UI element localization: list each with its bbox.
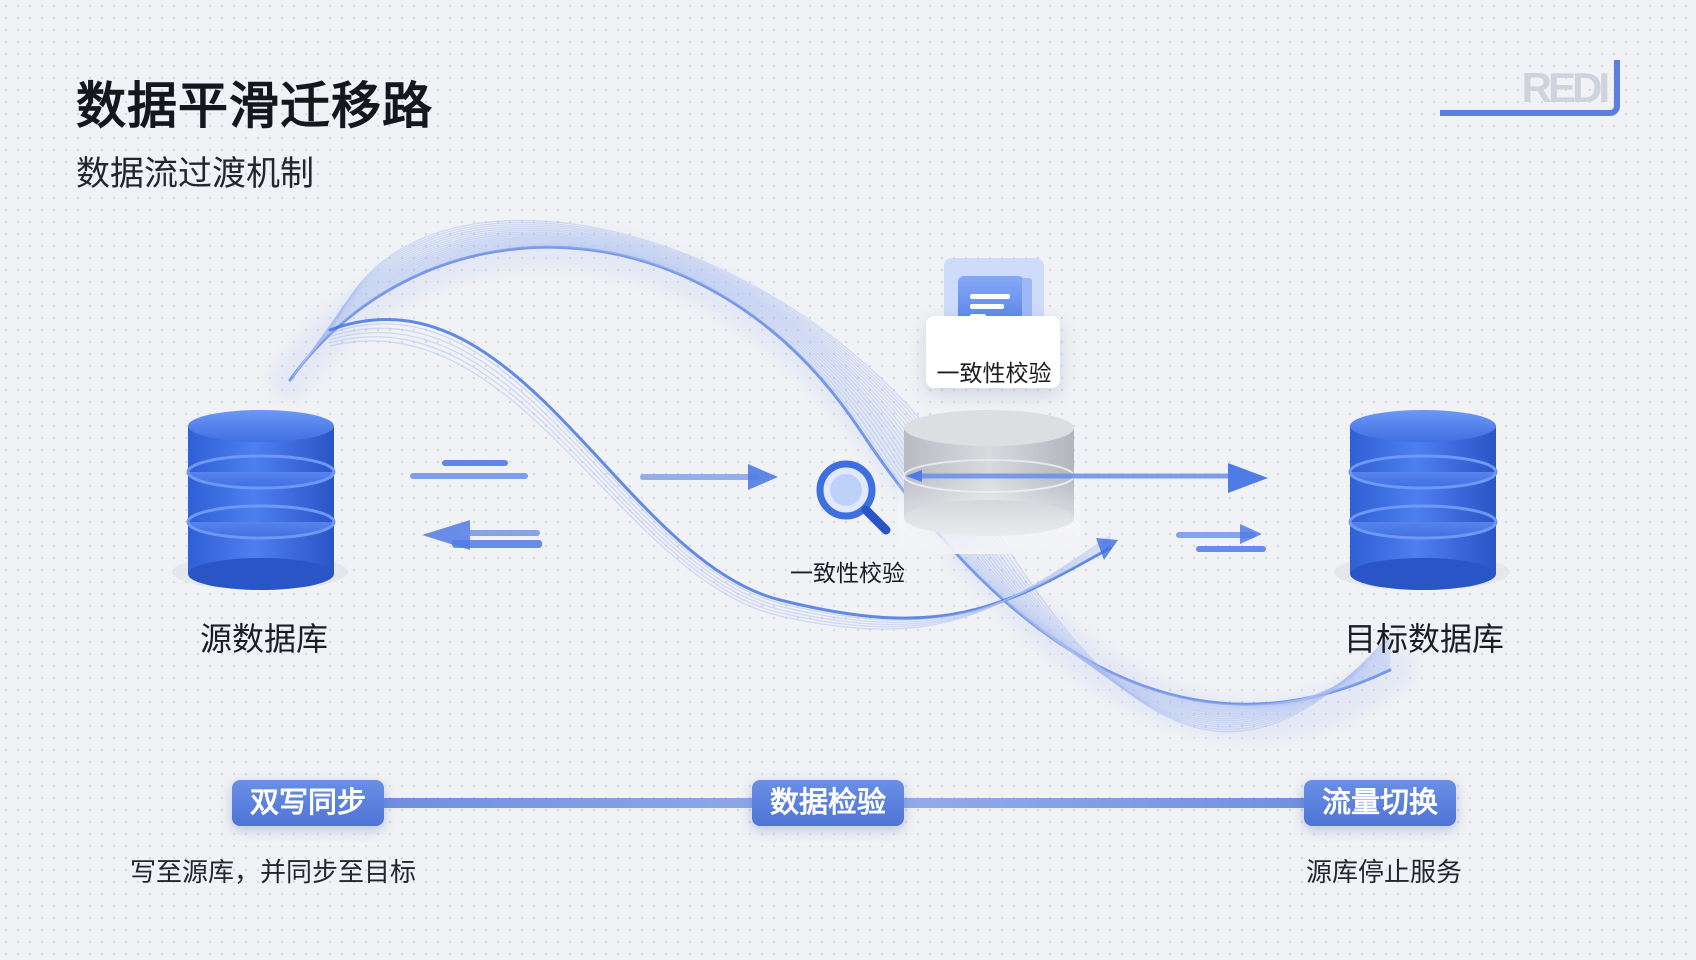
flow-curve-lower [329, 340, 1111, 630]
check-card-label: 一致性校验 [936, 360, 1052, 386]
target-side-arrows [1176, 524, 1266, 552]
magnifier-label: 一致性校验 [790, 560, 905, 586]
flow-arrow-head [1096, 538, 1118, 560]
arrow-left-icon [422, 520, 470, 550]
target-database-icon [1334, 410, 1510, 590]
step-traffic-switch-caption: 源库停止服务 [1306, 857, 1463, 887]
page-title: 数据平滑迁移路 [76, 78, 433, 134]
target-arrow [906, 463, 1268, 493]
intermediate-database-icon [898, 410, 1080, 554]
step-data-check: 数据检验 [752, 780, 905, 826]
check-card [926, 316, 1060, 388]
page-subtitle: 数据流过渡机制 [76, 155, 314, 193]
arrow-right-icon [410, 473, 528, 479]
target-db-label: 目标数据库 [1344, 621, 1505, 657]
flow-band [270, 228, 1415, 741]
source-arrows [410, 460, 542, 550]
magnifier-inflow-arrow [640, 464, 778, 490]
brand-logo: REDI [1440, 60, 1620, 116]
step-traffic-switch: 流量切换 [1304, 780, 1457, 826]
source-database-icon [172, 410, 348, 590]
magnifier-icon [816, 460, 891, 535]
step-dual-write-caption: 写至源库，并同步至目标 [130, 857, 417, 887]
step-dual-write: 双写同步 [232, 780, 385, 826]
source-db-label: 源数据库 [200, 621, 329, 657]
